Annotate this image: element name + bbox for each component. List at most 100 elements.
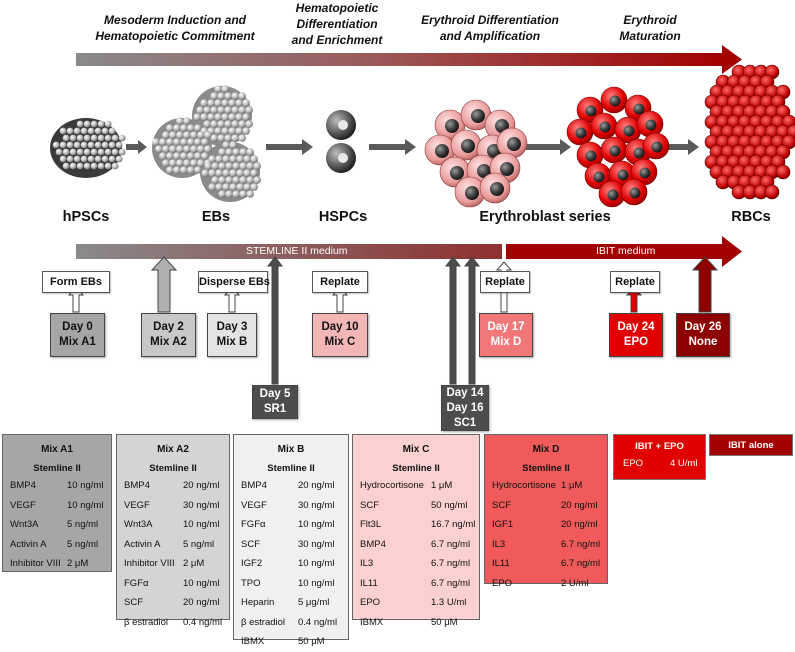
- ingredient-value: 10 ng/ml: [67, 499, 104, 511]
- ingredient-value: 5 ng/ml: [67, 519, 99, 530]
- ingredient-name: BMP4: [241, 480, 267, 491]
- mix-row: IL3 6.7 ng/ml: [485, 535, 607, 555]
- ingredient-value: 50 μM: [298, 636, 325, 647]
- stemline-bar: [76, 244, 502, 259]
- day2-box: Day 2 Mix A2: [141, 313, 196, 357]
- ingredient-name: IL11: [360, 577, 378, 589]
- ingredient-value: 20 ng/ml: [183, 480, 220, 491]
- mix-row: IGF2 10 ng/ml: [234, 554, 348, 574]
- ingredient-name: EPO: [360, 597, 381, 608]
- ibit-epo-name: EPO: [623, 458, 644, 469]
- ingredient-name: Wnt3A: [10, 519, 39, 530]
- stemline-label: STEMLINE II medium: [246, 245, 348, 257]
- ingredient-value: 6.7 ng/ml: [431, 577, 471, 589]
- ingredient-name: SCF: [492, 499, 511, 511]
- ingredient-name: Hydrocortisone: [492, 480, 556, 491]
- ingredient-name: SCF: [241, 538, 260, 550]
- ibit-label: IBIT medium: [596, 245, 656, 257]
- mix-row: β estradiol 0.4 ng/ml: [234, 613, 348, 633]
- stage-erythroblast: Erythroblast series: [479, 209, 611, 225]
- ingredient-value: 16.7 ng/ml: [431, 519, 476, 530]
- mix-c-title: Mix C: [402, 444, 430, 455]
- ingredient-value: 1 μM: [431, 480, 453, 491]
- ingredient-name: IBMX: [360, 616, 384, 628]
- ingredient-name: VEGF: [241, 499, 267, 511]
- day26-box: Day 26 None: [676, 313, 730, 357]
- mix-row: VEGF 30 ng/ml: [234, 496, 348, 516]
- ingredient-name: VEGF: [10, 499, 36, 511]
- mix-d-medium: Stemline II: [522, 463, 570, 474]
- ingredient-name: IL3: [492, 538, 506, 550]
- ingredient-value: 10 ng/ml: [298, 519, 335, 530]
- ingredient-value: 50 ng/ml: [431, 499, 468, 511]
- mix-c-medium: Stemline II: [392, 463, 440, 474]
- ingredient-name: Inhibitor VIII: [124, 558, 175, 569]
- ibit-epo-title: IBIT + EPO: [635, 441, 684, 452]
- ingredient-name: Activin A: [10, 538, 47, 550]
- ingredient-value: 0.4 ng/ml: [298, 616, 338, 628]
- ingredient-value: 20 ng/ml: [561, 499, 598, 511]
- day17-box: Day 17 Mix D: [479, 313, 533, 357]
- ingredient-value: 5 μg/ml: [298, 597, 330, 608]
- disperse-ebs-box: Disperse EBs: [198, 271, 270, 293]
- ingredient-value: 30 ng/ml: [298, 499, 335, 511]
- mix-row: IBMX 50 μM: [353, 613, 479, 633]
- mix-row: IGF1 20 ng/ml: [485, 515, 607, 535]
- day0-box: Day 0 Mix A1: [50, 313, 105, 357]
- ingredient-name: IBMX: [241, 636, 265, 647]
- ingredient-value: 10 ng/ml: [298, 558, 335, 569]
- ingredient-value: 10 ng/ml: [67, 480, 104, 491]
- ingredient-value: 6.7 ng/ml: [561, 538, 601, 550]
- mix-row: IBMX 50 μM: [234, 632, 348, 652]
- mix-row: SCF 30 ng/ml: [234, 535, 348, 555]
- mix-row: Heparin 5 μg/ml: [234, 593, 348, 613]
- erythroblast-cluster-early: [424, 99, 528, 208]
- ingredient-name: IGF2: [241, 558, 263, 569]
- ingredient-value: 6.7 ng/ml: [431, 558, 471, 569]
- phase-mesoderm: Mesoderm Induction and Hematopoietic Com…: [95, 13, 255, 43]
- ingredient-value: 5 ng/ml: [183, 538, 215, 550]
- ingredient-value: 10 ng/ml: [298, 577, 335, 589]
- ingredient-value: 50 μM: [431, 616, 458, 628]
- mix-row: IL11 6.7 ng/ml: [353, 574, 479, 594]
- ingredient-value: 20 ng/ml: [561, 519, 598, 530]
- mix-a1-title: Mix A1: [41, 444, 73, 455]
- replate-day24-box: Replate: [610, 271, 660, 293]
- ingredient-value: 1 μM: [561, 480, 583, 491]
- replate-day10-box: Replate: [312, 271, 368, 293]
- ingredient-name: β estradiol: [241, 616, 286, 628]
- stage-hspcs: HSPCs: [318, 209, 368, 225]
- phase-arrow: [76, 45, 742, 74]
- ibit-bar: [506, 236, 742, 267]
- ingredient-name: IL11: [492, 558, 510, 569]
- mix-a1-medium: Stemline II: [33, 463, 81, 474]
- ingredient-name: Inhibitor VIII: [10, 558, 61, 569]
- day24-box: Day 24 EPO: [609, 313, 663, 357]
- ingredient-name: FGFα: [241, 519, 266, 530]
- mix-b-title: Mix B: [277, 444, 305, 455]
- ingredient-value: 1.3 U/ml: [431, 597, 467, 608]
- ingredient-name: Heparin: [241, 597, 275, 608]
- form-ebs-box: Form EBs: [42, 271, 110, 293]
- ingredient-name: IGF1: [492, 519, 514, 530]
- ingredient-value: 30 ng/ml: [298, 538, 335, 550]
- day5-box: Day 5 SR1: [252, 385, 298, 419]
